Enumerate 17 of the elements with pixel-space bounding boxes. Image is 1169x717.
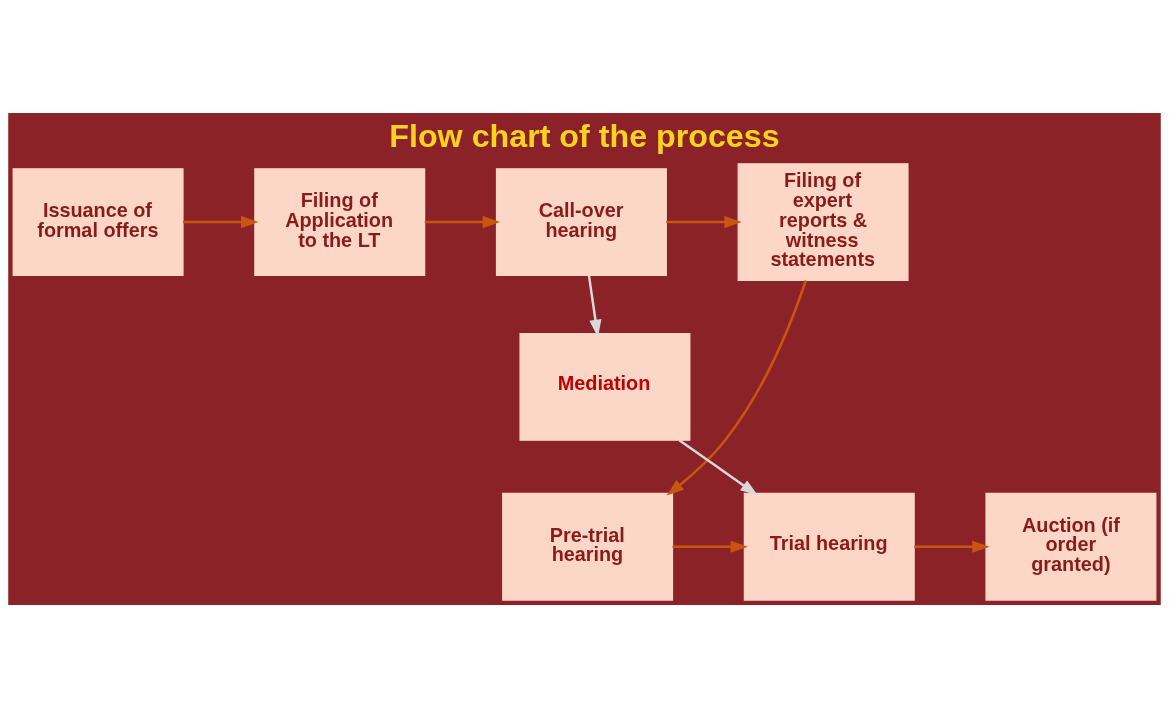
node-box: Call-over hearing [495,167,667,276]
arrow [666,279,808,496]
arrow [587,274,602,337]
node-box: Filing of Application to the LT [254,167,426,276]
diagram-title: Flow chart of the process [389,117,780,154]
node-box: Auction (if order granted) [985,492,1157,601]
arrow [678,438,758,495]
node-box: Issuance of formal offers [12,167,184,276]
arrow [914,540,990,553]
arrow [424,215,501,228]
arrow [666,215,742,228]
arrow [672,540,748,553]
arrow [183,215,259,228]
node-box: Filing of expert reports & witness statements [737,162,909,281]
node-box: Mediation [519,332,691,441]
node-box: Pre-trial hearing [502,492,674,601]
node-box: Trial hearing [743,492,915,601]
